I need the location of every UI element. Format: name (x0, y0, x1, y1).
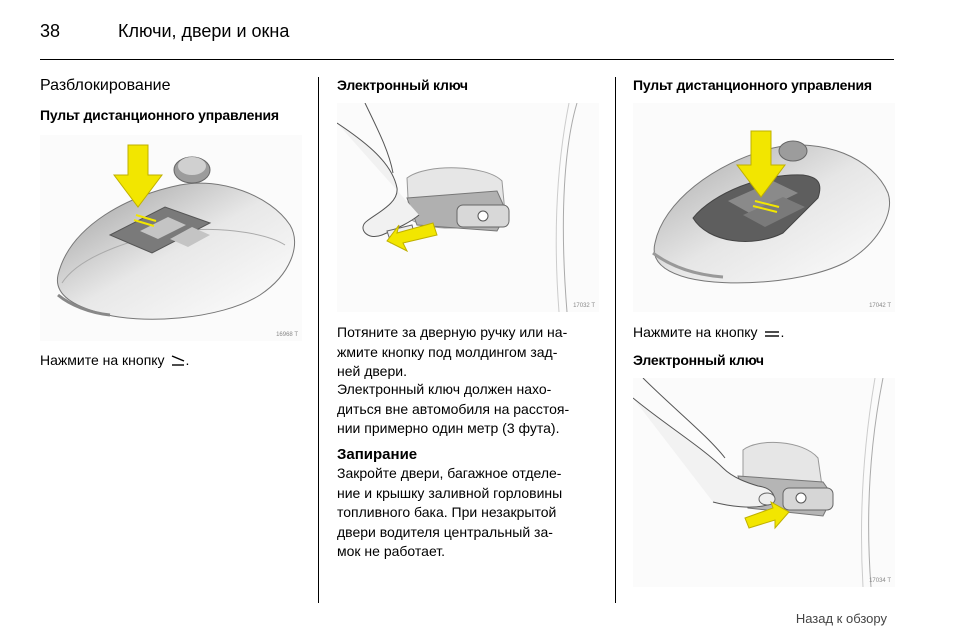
door-handle-button-figure: 17034 T (633, 378, 895, 587)
locking-paragraph: Закройте двери, багажное отделе- ние и к… (337, 465, 563, 559)
page-title: Ключи, двери и окна (118, 21, 290, 41)
figure-number: 16968 T (276, 332, 298, 338)
door-handle-button-illustration (633, 378, 884, 587)
subheading-remote-control-right: Пульт дистанционного управления (633, 77, 872, 93)
subheading-electronic-key: Электронный ключ (337, 77, 468, 93)
header-rule (40, 59, 894, 60)
unlock-button-icon (171, 353, 185, 373)
subheading-remote-control: Пульт дистанционного управления (40, 107, 279, 123)
figure-number: 17042 T (869, 303, 891, 309)
caption-text: Нажмите на кнопку (633, 324, 758, 340)
figure-number: 17032 T (573, 303, 595, 309)
press-arrow-icon (736, 130, 786, 198)
back-to-overview-link[interactable]: Назад к обзору (795, 611, 887, 626)
pull-arrow-icon (386, 222, 438, 253)
remote-key-lock-figure: 17042 T (633, 103, 895, 312)
press-arrow-icon (113, 144, 163, 208)
column-divider-right (615, 77, 616, 603)
caption-end: . (780, 324, 785, 340)
section-heading-lock: Запирание (337, 446, 418, 463)
door-handle-pull-figure: 17032 T (337, 103, 599, 312)
subheading-electronic-key-right: Электронный ключ (633, 352, 764, 368)
pull-handle-paragraph: Потяните за дверную ручку или на- жмите … (337, 324, 568, 379)
section-heading-unlock: Разблокирование (40, 77, 171, 94)
press-arrow-icon (744, 500, 790, 530)
caption-end: . (185, 352, 190, 368)
page-number: 38 (40, 21, 61, 41)
remote-key-illustration (56, 144, 295, 320)
column-divider-left (318, 77, 319, 603)
remote-key-lock-illustration (652, 130, 890, 284)
figure-number: 17034 T (869, 578, 891, 584)
left-caption: Нажмите на кнопку . (40, 351, 189, 373)
door-handle-illustration (337, 103, 578, 312)
key-distance-paragraph: Электронный ключ должен нахо- диться вне… (337, 381, 570, 436)
right-caption: Нажмите на кнопку . (633, 323, 784, 345)
caption-text: Нажмите на кнопку (40, 352, 165, 368)
lock-button-icon (764, 325, 780, 345)
remote-key-unlock-figure: 16968 T (40, 135, 302, 341)
